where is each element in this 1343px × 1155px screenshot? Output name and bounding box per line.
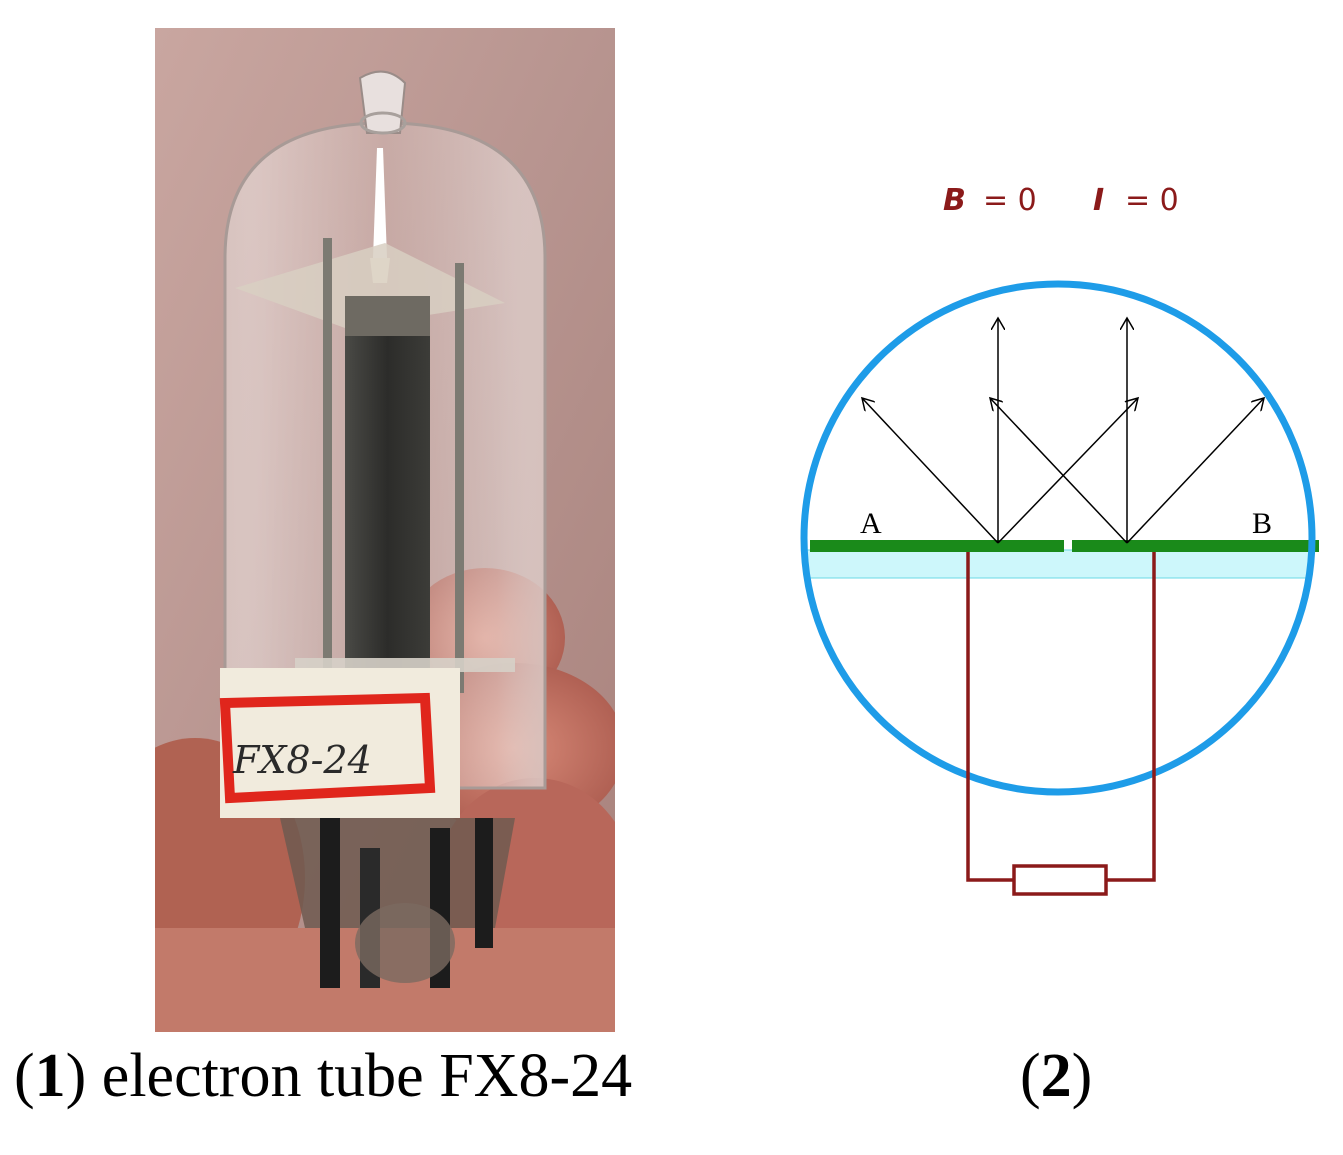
electrode-b-label: B: [1252, 507, 1272, 540]
electrode-a-label: A: [860, 507, 882, 540]
caption-1-text: ) electron tube FX8-24: [65, 1042, 633, 1110]
current-symbol: I: [1093, 183, 1104, 218]
tube-label-text: FX8-24: [232, 738, 372, 782]
anode-plate: [345, 298, 430, 678]
emission-arrows: [862, 318, 1264, 544]
caption-panel-2: (2): [1020, 1045, 1092, 1107]
magnetic-field-symbol: B: [943, 183, 966, 218]
magnetic-field-value: = 0: [983, 183, 1037, 218]
bulb-outline: [800, 280, 1316, 796]
tube-label-tag: FX8-24: [219, 668, 460, 818]
electrode-diagram: B = 0 I = 0 A B: [790, 160, 1343, 920]
load-resistor: [1012, 864, 1108, 896]
external-circuit: [966, 552, 1156, 896]
electron-tube-photo: FX8-24: [155, 28, 615, 1032]
substrate-layer: [804, 549, 1312, 579]
caption-2-number: 2: [1040, 1042, 1072, 1110]
electrode-a: [810, 540, 1064, 552]
caption-panel-1: (1) electron tube FX8-24: [14, 1045, 632, 1107]
caption-1-number: 1: [34, 1042, 66, 1110]
current-value: = 0: [1125, 183, 1179, 218]
caption-2-open: (: [1020, 1042, 1041, 1110]
caption-2-close: ): [1071, 1042, 1093, 1110]
electrode-b: [1072, 540, 1319, 552]
caption-1-open: (: [14, 1042, 35, 1110]
